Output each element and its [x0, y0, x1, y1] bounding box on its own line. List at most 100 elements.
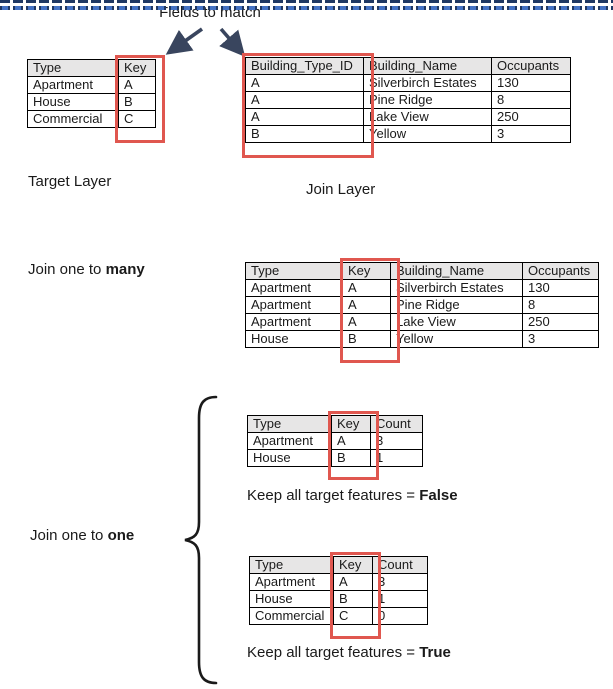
section-divider [0, 0, 613, 11]
table-cell: B [333, 590, 373, 608]
table-cell: 8 [491, 91, 571, 109]
column-header: Type [27, 59, 119, 77]
join-one-to-one-label: Join one to one [30, 527, 134, 544]
target-layer-caption: Target Layer [28, 173, 112, 190]
table-cell: A [245, 91, 364, 109]
table-cell: House [247, 449, 332, 467]
table-cell: C [118, 110, 156, 128]
column-header: Key [342, 262, 391, 280]
table-cell: House [249, 590, 334, 608]
table-cell: A [342, 279, 391, 297]
table-cell: 1 [372, 590, 428, 608]
annotation-arrows [165, 27, 246, 57]
column-header: Type [249, 556, 334, 574]
column-header: Building_Name [363, 57, 492, 75]
table-cell: B [118, 93, 156, 111]
label-bold-text: one [107, 527, 135, 544]
table-cell: Pine Ridge [363, 91, 492, 109]
table-cell: Apartment [247, 432, 332, 450]
keep-false-caption: Keep all target features = False [247, 487, 458, 504]
label-text: Join one to [30, 527, 108, 544]
keep-true-caption: Keep all target features = True [247, 644, 451, 661]
caption-bold-text: True [419, 644, 451, 661]
table-cell: B [331, 449, 371, 467]
table-cell: Apartment [245, 296, 343, 314]
join-one-to-many-label: Join one to many [28, 261, 145, 278]
table-cell: A [245, 108, 364, 126]
caption-bold-text: False [419, 487, 458, 504]
table-cell: A [245, 74, 364, 92]
table-cell: 1 [370, 449, 423, 467]
table-cell: House [245, 330, 343, 348]
column-header: Key [118, 59, 156, 77]
column-header: Count [372, 556, 428, 574]
table-cell: 8 [522, 296, 599, 314]
arrow-down-right-icon [219, 27, 246, 57]
table-cell: Commercial [249, 607, 334, 625]
label-text: Join one to [28, 261, 106, 278]
column-header: Occupants [522, 262, 599, 280]
table-cell: 250 [522, 313, 599, 331]
table-cell: 3 [491, 125, 571, 143]
table-cell: Yellow [363, 125, 492, 143]
table-cell: Silverbirch Estates [390, 279, 523, 297]
table-cell: Commercial [27, 110, 119, 128]
caption-text: Keep all target features = [247, 487, 420, 504]
label-bold-text: many [105, 261, 145, 278]
table-cell: Lake View [390, 313, 523, 331]
table-cell: Silverbirch Estates [363, 74, 492, 92]
table-cell: Pine Ridge [390, 296, 523, 314]
table-cell: 3 [522, 330, 599, 348]
table-cell: Apartment [27, 76, 119, 94]
table-cell: A [118, 76, 156, 94]
table-cell: 3 [372, 573, 428, 591]
column-header: Occupants [491, 57, 571, 75]
column-header: Count [370, 415, 423, 433]
table-cell: 130 [522, 279, 599, 297]
column-header: Type [245, 262, 343, 280]
table-cell: Apartment [249, 573, 334, 591]
table-cell: B [342, 330, 391, 348]
table-cell: C [333, 607, 373, 625]
table-cell: Lake View [363, 108, 492, 126]
table-cell: House [27, 93, 119, 111]
join-layer-caption: Join Layer [306, 181, 376, 198]
table-cell: 3 [370, 432, 423, 450]
column-header: Key [333, 556, 373, 574]
table-cell: B [245, 125, 364, 143]
column-header: Building_Type_ID [245, 57, 364, 75]
table-cell: 250 [491, 108, 571, 126]
table-cell: A [342, 296, 391, 314]
table-cell: A [331, 432, 371, 450]
column-header: Type [247, 415, 332, 433]
table-cell: A [342, 313, 391, 331]
table-cell: Apartment [245, 279, 343, 297]
table-cell: Yellow [390, 330, 523, 348]
curly-brace [184, 395, 218, 685]
